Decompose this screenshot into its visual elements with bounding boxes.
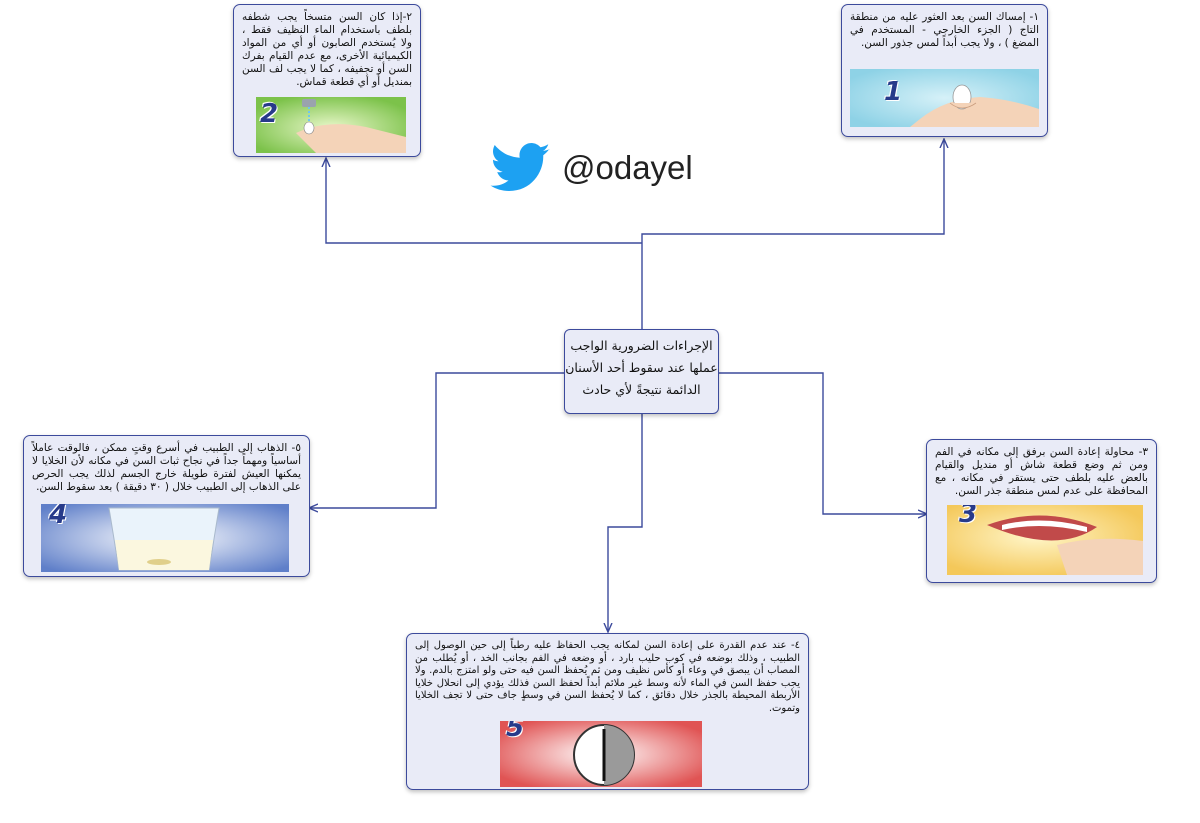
step-3-card: ٣- محاولة إعادة السن برفق إلى مكانه في ا… (926, 439, 1157, 583)
connector-to-step-1 (641, 140, 944, 329)
handle-text: @odayel (562, 148, 693, 186)
step-1-illustration: 1 (850, 69, 1039, 127)
connector-to-step-3 (719, 372, 926, 514)
step-5-illustration: 4 (41, 504, 289, 572)
step-2-badge: 2 (260, 99, 279, 129)
step-4-illustration: 5 (500, 721, 702, 787)
step-2-card: ٢-إذا كان السن متسخاً يجب شطفه بلطف باست… (233, 4, 421, 157)
glass-of-milk-icon (41, 504, 289, 572)
step-1-text: ١- إمساك السن بعد العثور عليه من منطقة ا… (850, 11, 1039, 49)
hand-holding-tooth-icon (850, 69, 1039, 127)
connector-to-step-5 (310, 372, 564, 508)
twitter-bird-icon (490, 142, 550, 191)
step-4-card: ٤- عند عدم القدرة على إعادة السن لمكانه … (406, 633, 809, 790)
step-5-text: ٥- الذهاب إلى الطبيب في أسرع وقتٍ ممكن ،… (32, 442, 301, 493)
step-2-text: ٢-إذا كان السن متسخاً يجب شطفه بلطف باست… (242, 11, 412, 88)
step-4-text: ٤- عند عدم القدرة على إعادة السن لمكانه … (415, 640, 800, 714)
connector-to-step-4 (608, 414, 643, 631)
step-3-badge: 3 (959, 505, 978, 529)
step-1-card: ١- إمساك السن بعد العثور عليه من منطقة ا… (841, 4, 1048, 137)
step-4-badge: 5 (506, 721, 525, 743)
social-handle[interactable]: @odayel (490, 140, 693, 195)
tap-rinsing-tooth-icon (256, 97, 406, 153)
mouth-biting-gauze-icon (947, 505, 1143, 575)
step-3-text: ٣- محاولة إعادة السن برفق إلى مكانه في ا… (935, 446, 1148, 497)
step-5-card: ٥- الذهاب إلى الطبيب في أسرع وقتٍ ممكن ،… (23, 435, 310, 577)
central-topic: الإجراءات الضرورية الواجب عملها عند سقوط… (564, 329, 719, 414)
center-line-3: الدائمة نتيجةً لأي حادث (582, 382, 701, 397)
step-5-badge: 4 (49, 504, 68, 530)
clock-icon (500, 721, 702, 787)
center-line-2: عملها عند سقوط أحد الأسنان (565, 360, 718, 375)
step-3-illustration: 3 (947, 505, 1143, 575)
center-line-1: الإجراءات الضرورية الواجب (570, 338, 713, 353)
step-1-badge: 1 (884, 77, 903, 107)
connector-to-step-2 (326, 159, 642, 244)
step-2-illustration: 2 (256, 97, 406, 153)
